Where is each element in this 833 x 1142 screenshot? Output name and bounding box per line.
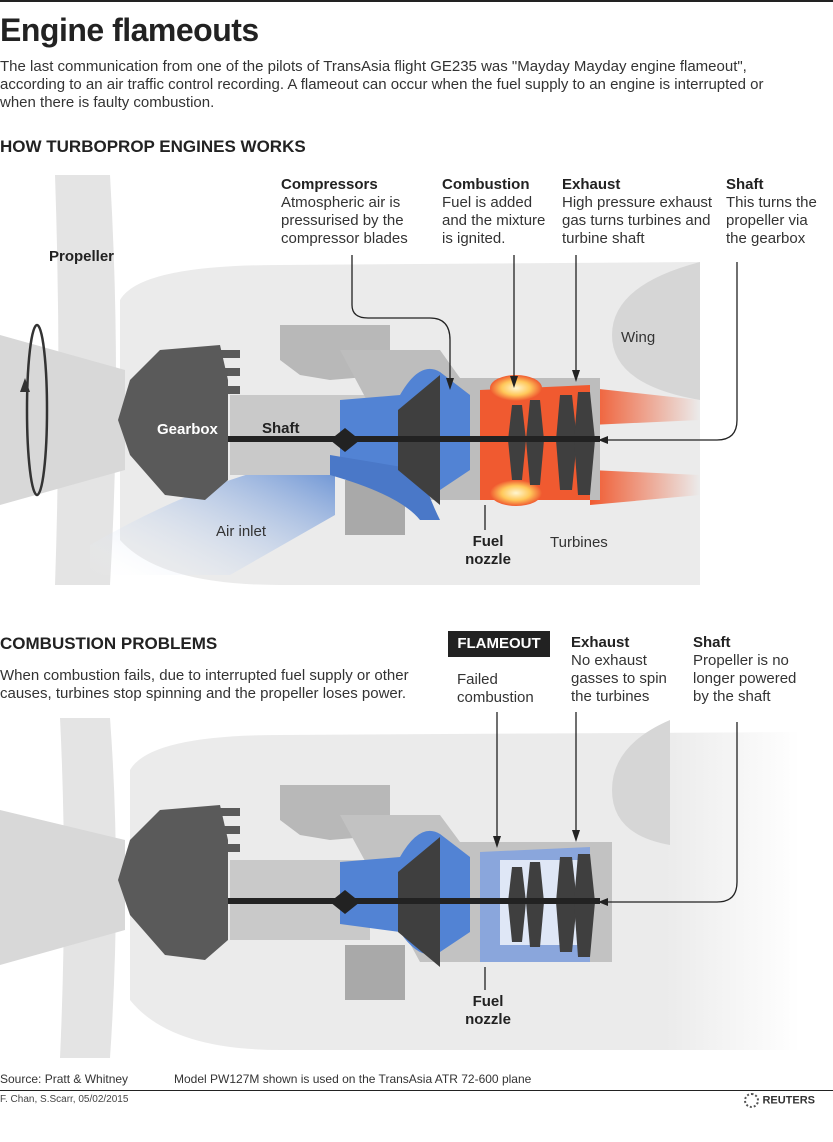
spinner [0,810,125,965]
gearbox [118,345,228,500]
turbine-stages [508,854,595,957]
flameout-badge: FLAMEOUT [448,631,550,657]
callout-compressors-title: Compressors [281,176,378,193]
wing [612,720,670,845]
callout-shaft: Shaft This turns the propeller via the g… [726,176,826,248]
shaft-line [228,898,600,904]
footer-rule [0,1090,833,1091]
engine-diagram-flameout [0,712,800,1058]
fuel-nozzle-label-2: Fuel nozzle [465,993,511,1028]
callout-shaft-title: Shaft [726,176,764,193]
wing-label: Wing [621,329,656,346]
air-inlet-label: Air inlet [216,523,267,540]
callout2-exhaust-title: Exhaust [571,634,630,651]
leader-lines [484,712,738,990]
callout-shaft-text: This turns the propeller via the gearbox [726,194,817,247]
callout-exhaust-text: High pressure exhaust gas turns turbines… [562,194,713,247]
callout2-shaft-text: Propeller is no longer powered by the sh… [693,652,797,705]
propeller-label: Propeller [49,248,115,265]
shaft-line [228,436,600,442]
reuters-logo: REUTERS [744,1093,815,1108]
page-title: Engine flameouts [0,12,259,48]
flame-bottom [490,480,542,506]
section1-heading: HOW TURBOPROP ENGINES WORKS [0,137,306,156]
callout-exhaust-title: Exhaust [562,176,621,193]
turbine-stages [508,392,595,495]
spinner [0,335,125,505]
intro-text: The last communication from one of the p… [0,58,764,111]
model-note: Model PW127M shown is used on the TransA… [174,1072,532,1086]
credit-text: F. Chan, S.Scarr, 05/02/2015 [0,1094,129,1105]
gearbox [118,805,228,960]
exhaust-top [590,388,700,425]
callout-compressors: Compressors Atmospheric air is pressuris… [281,176,431,248]
section2-heading: COMBUSTION PROBLEMS [0,634,218,653]
rotation-arrow [25,323,49,497]
failed-combustion-label: Failed combustion [457,671,534,706]
callout-exhaust: Exhaust High pressure exhaust gas turns … [562,176,717,248]
turbines-label: Turbines [550,534,608,551]
source-text: Source: Pratt & Whitney [0,1072,129,1086]
reuters-dots-icon [744,1093,760,1108]
section2-text: When combustion fails, due to interrupte… [0,667,409,702]
callout-compressors-text: Atmospheric air is pressurised by the co… [281,194,408,247]
flame-top [490,375,542,401]
exhaust-bottom [590,470,700,505]
top-rule [0,0,833,2]
air-inlet-flow [90,455,335,575]
callout2-exhaust: Exhaust No exhaust gasses to spin the tu… [571,634,686,706]
callout2-shaft-title: Shaft [693,634,731,651]
leader-lines [351,255,738,530]
gearbox-label: Gearbox [157,421,218,438]
callout-combustion-text: Fuel is added and the mixture is ignited… [442,194,546,247]
callout-combustion: Combustion Fuel is added and the mixture… [442,176,557,248]
engine-diagram-working [0,175,738,585]
callout-combustion-title: Combustion [442,176,530,193]
reuters-logo-text: REUTERS [762,1094,815,1107]
callout2-exhaust-text: No exhaust gasses to spin the turbines [571,652,667,705]
fuel-nozzle-label: Fuel nozzle [465,533,511,568]
wing [612,262,700,400]
callout2-shaft: Shaft Propeller is no longer powered by … [693,634,813,706]
shaft-label: Shaft [262,420,300,437]
